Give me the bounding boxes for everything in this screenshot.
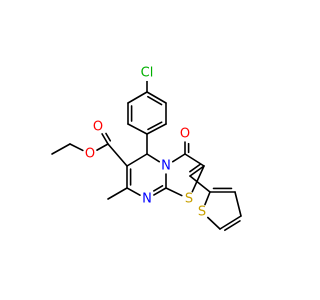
atom-symbol: Cl bbox=[141, 66, 154, 81]
atom-n-ring: N bbox=[159, 159, 173, 174]
double-bond-primary bbox=[153, 187, 167, 196]
single-bond bbox=[165, 187, 183, 197]
atom-label-background bbox=[159, 159, 173, 173]
atom-symbol: N bbox=[161, 159, 171, 174]
double-bond-secondary bbox=[105, 132, 112, 142]
atom-symbol: O bbox=[93, 120, 103, 135]
single-bond bbox=[184, 153, 205, 167]
single-bond bbox=[127, 123, 148, 135]
atom-label-background bbox=[83, 147, 97, 161]
atom-o-ester-carbonyl: O bbox=[91, 120, 105, 135]
single-bond bbox=[107, 187, 128, 200]
atom-symbol: S bbox=[185, 192, 193, 207]
single-bond bbox=[127, 91, 148, 104]
single-bond bbox=[207, 216, 221, 230]
double-bond-secondary bbox=[224, 220, 241, 232]
atom-symbol: O bbox=[180, 127, 190, 142]
single-bond bbox=[107, 143, 128, 167]
atom-s-thiophene: S bbox=[195, 205, 209, 220]
single-bond bbox=[96, 143, 109, 151]
double-bond-secondary bbox=[189, 163, 201, 173]
atom-o-ester-ether: O bbox=[83, 147, 97, 162]
single-bond bbox=[234, 191, 242, 217]
atom-label-background bbox=[140, 192, 154, 206]
double-bond-primary bbox=[101, 133, 109, 145]
atom-cl: Cl bbox=[139, 65, 155, 81]
atom-symbol: S bbox=[198, 205, 206, 220]
single-bond bbox=[51, 143, 71, 155]
double-bond-primary bbox=[189, 165, 205, 177]
double-bond-secondary bbox=[147, 95, 163, 106]
single-bond bbox=[204, 191, 211, 206]
double-bond-secondary bbox=[153, 185, 164, 192]
atom-label-background bbox=[178, 127, 192, 141]
atom-symbol: N bbox=[142, 192, 152, 207]
single-bond bbox=[69, 143, 84, 152]
atom-label-background bbox=[182, 192, 196, 206]
atom-symbol: O bbox=[85, 147, 95, 162]
atom-n-imine: N bbox=[140, 192, 154, 207]
single-bond bbox=[191, 165, 205, 193]
double-bond-primary bbox=[146, 91, 167, 104]
single-bond bbox=[146, 153, 161, 163]
single-bond bbox=[126, 153, 148, 167]
atom-o-ketone: O bbox=[178, 127, 192, 142]
double-bond-primary bbox=[219, 215, 242, 230]
atom-label-background bbox=[195, 205, 209, 219]
atom-s-thiazole: S bbox=[182, 192, 196, 207]
double-bond-secondary bbox=[147, 121, 163, 131]
single-bond bbox=[126, 187, 141, 196]
single-bond bbox=[171, 153, 186, 163]
single-bond bbox=[189, 175, 211, 193]
atom-label-background bbox=[91, 120, 105, 134]
atom-label-background bbox=[139, 65, 155, 81]
double-bond-primary bbox=[146, 123, 167, 135]
bond-layer bbox=[51, 80, 242, 232]
